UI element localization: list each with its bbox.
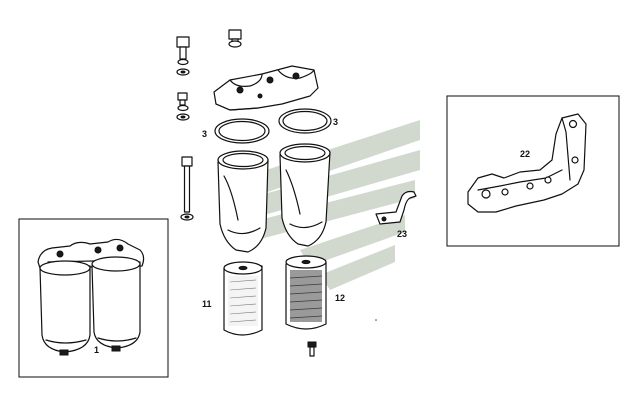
callout-22: 22 [520,149,530,159]
callout-3-left: 3 [202,129,207,139]
filter-element-11 [223,261,263,336]
callout-1: 1 [94,345,99,355]
seal-ring-left [214,118,270,144]
stray-dot [375,319,377,321]
callout-23: 23 [397,229,407,239]
long-bolt [180,156,194,221]
callout-11: 11 [202,299,212,309]
mounting-bracket-22 [467,113,587,213]
callout-12: 12 [335,293,345,303]
bleed-screw [176,92,190,121]
filter-assembly-1 [37,238,145,356]
filter-bowl-left [217,150,269,253]
bracket-clip-23 [375,190,417,225]
seal-ring-left-inner [218,120,266,142]
filter-element-12 [285,255,327,330]
seal-ring-right-inner [282,110,328,132]
filter-bowl-right [279,143,331,247]
drain-screw [307,341,317,357]
banjo-bolt-left [176,36,190,76]
bracket-box [446,95,620,247]
filter-head [213,65,319,111]
assembly-box [18,218,169,378]
bolt-top [228,29,242,48]
seal-ring-right [278,108,332,134]
callout-3-right: 3 [333,117,338,127]
